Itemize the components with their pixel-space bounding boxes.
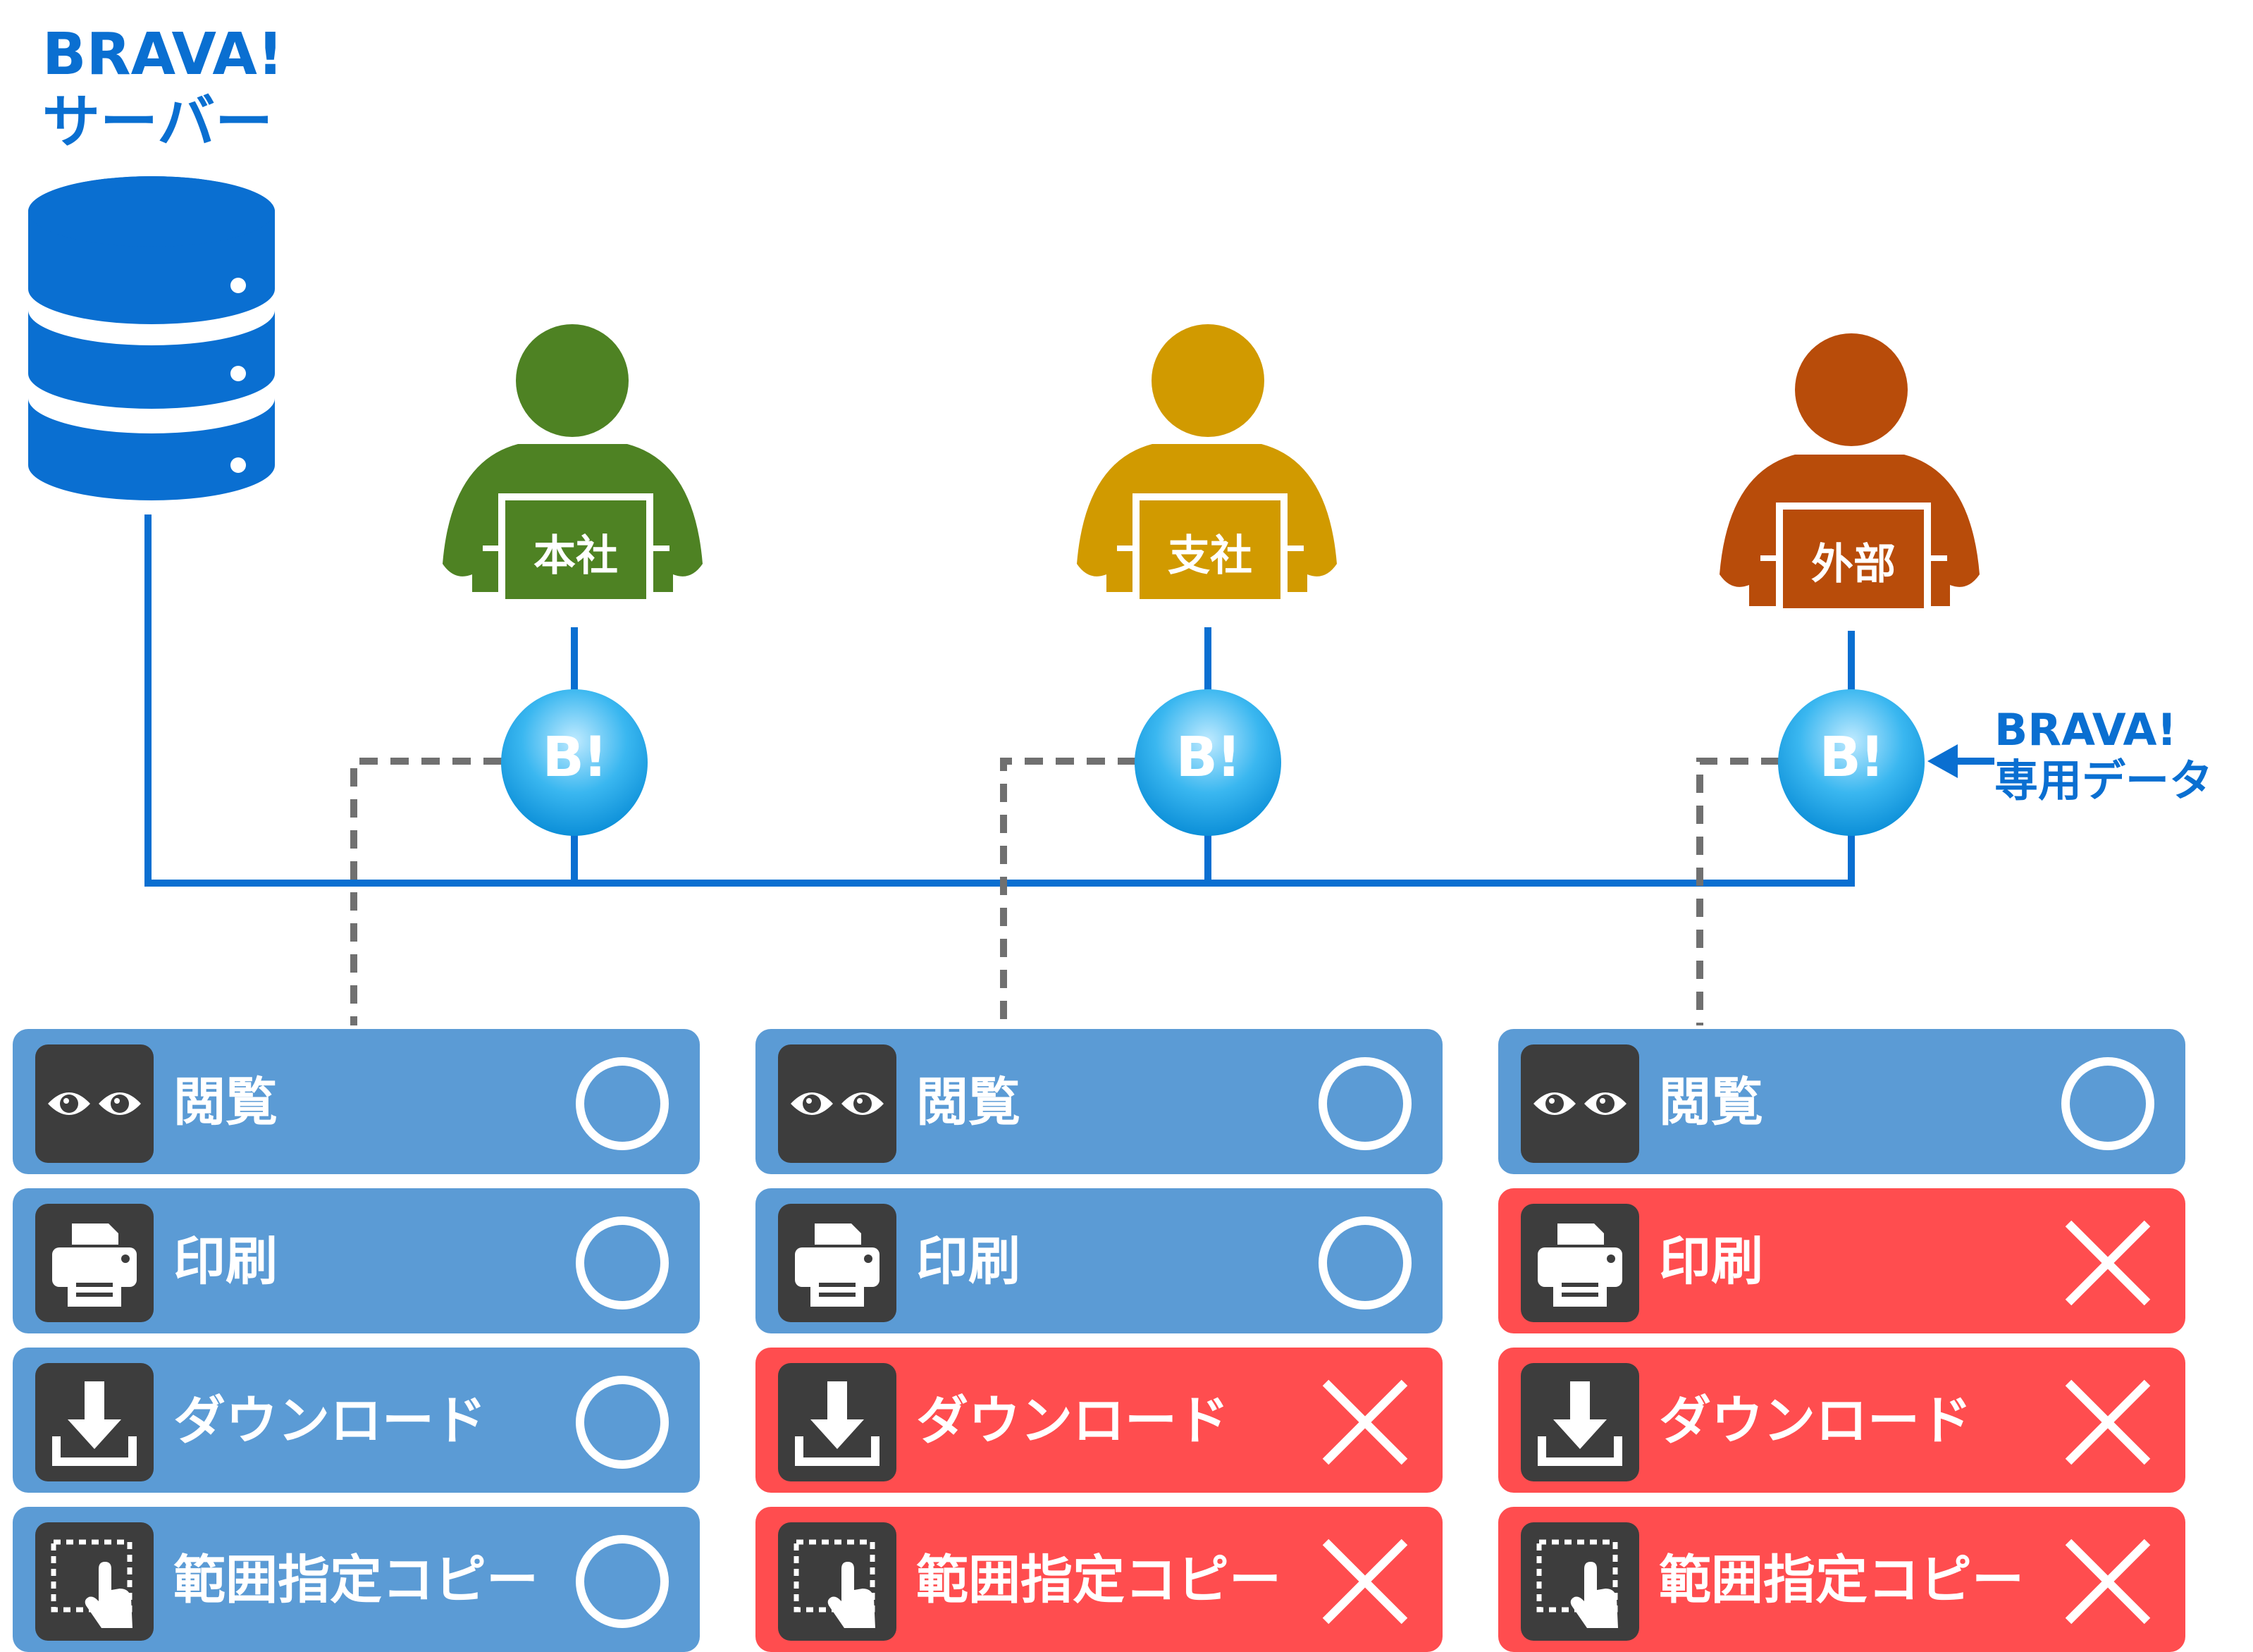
permission-row: 印刷 [13,1188,700,1333]
permission-row: ダウンロード [755,1348,1443,1493]
permission-label: 範囲指定コピー [1659,1550,2024,1610]
server-label-line1: BRAVA! [42,21,284,88]
download-icon [1521,1363,1639,1481]
permission-row: 閲覧 [13,1029,700,1174]
permission-label: ダウンロード [916,1391,1229,1451]
user-label-headquarters: 本社 [533,531,618,581]
range-select-icon [778,1522,896,1641]
person-external-icon [1720,333,1980,615]
eyes-icon [778,1044,896,1163]
allowed-circle-icon [1316,1054,1414,1153]
permission-row: 印刷 [755,1188,1443,1333]
permission-row: 範囲指定コピー [13,1507,700,1652]
denied-cross-icon [2058,1214,2157,1312]
denied-cross-icon [1316,1373,1414,1472]
dashed-connectors [350,758,1779,1025]
permission-label: 閲覧 [173,1072,278,1133]
printer-icon [1521,1204,1639,1322]
allowed-circle-icon [573,1214,672,1312]
permission-label: 印刷 [1659,1231,1763,1292]
range-select-icon [35,1522,154,1641]
permission-row: 範囲指定コピー [1498,1507,2185,1652]
printer-icon [35,1204,154,1322]
permission-label: 印刷 [916,1231,1020,1292]
allowed-circle-icon [1316,1214,1414,1312]
permission-row: 印刷 [1498,1188,2185,1333]
download-icon [35,1363,154,1481]
permission-row: ダウンロード [13,1348,700,1493]
server-label-line2: サーバー [42,89,273,156]
allowed-circle-icon [2058,1054,2157,1153]
allowed-circle-icon [573,1373,672,1472]
user-label-external: 外部 [1811,540,1896,589]
denied-cross-icon [1316,1532,1414,1631]
person-branch-icon [1077,324,1337,606]
permission-label: 印刷 [173,1231,278,1292]
allowed-circle-icon [573,1054,672,1153]
brava-badge-icon [1135,689,1281,836]
permission-row: 閲覧 [1498,1029,2185,1174]
dedicated-data-line2: 専用データ [1994,755,2214,806]
dedicated-data-line1: BRAVA! [1994,704,2177,756]
brava-badge-icon [1778,689,1925,836]
permission-label: ダウンロード [173,1391,486,1451]
brava-badge-text: B! [1175,726,1241,789]
brava-badge-text: B! [542,726,607,789]
permission-label: 閲覧 [916,1072,1020,1133]
range-select-icon [1521,1522,1639,1641]
permission-row: 閲覧 [755,1029,1443,1174]
brava-badge-text: B! [1819,726,1884,789]
brava-badge-icon [501,689,648,836]
printer-icon [778,1204,896,1322]
person-headquarters-icon [443,324,703,606]
permission-label: 範囲指定コピー [916,1550,1281,1610]
server-label: BRAVA! サーバー [42,21,283,156]
denied-cross-icon [2058,1373,2157,1472]
eyes-icon [1521,1044,1639,1163]
download-icon [778,1363,896,1481]
eyes-icon [35,1044,154,1163]
database-server-icon [28,176,275,500]
permission-label: 閲覧 [1659,1072,1763,1133]
arrow-left-icon [1927,744,1994,778]
permission-row: ダウンロード [1498,1348,2185,1493]
denied-cross-icon [2058,1532,2157,1631]
permission-row: 範囲指定コピー [755,1507,1443,1652]
allowed-circle-icon [573,1532,672,1631]
network-lines [144,514,1855,887]
permission-label: 範囲指定コピー [173,1550,538,1610]
permission-label: ダウンロード [1659,1391,1972,1451]
dedicated-data-label: BRAVA! 専用データ [1994,705,2213,806]
user-label-branch: 支社 [1168,531,1252,581]
